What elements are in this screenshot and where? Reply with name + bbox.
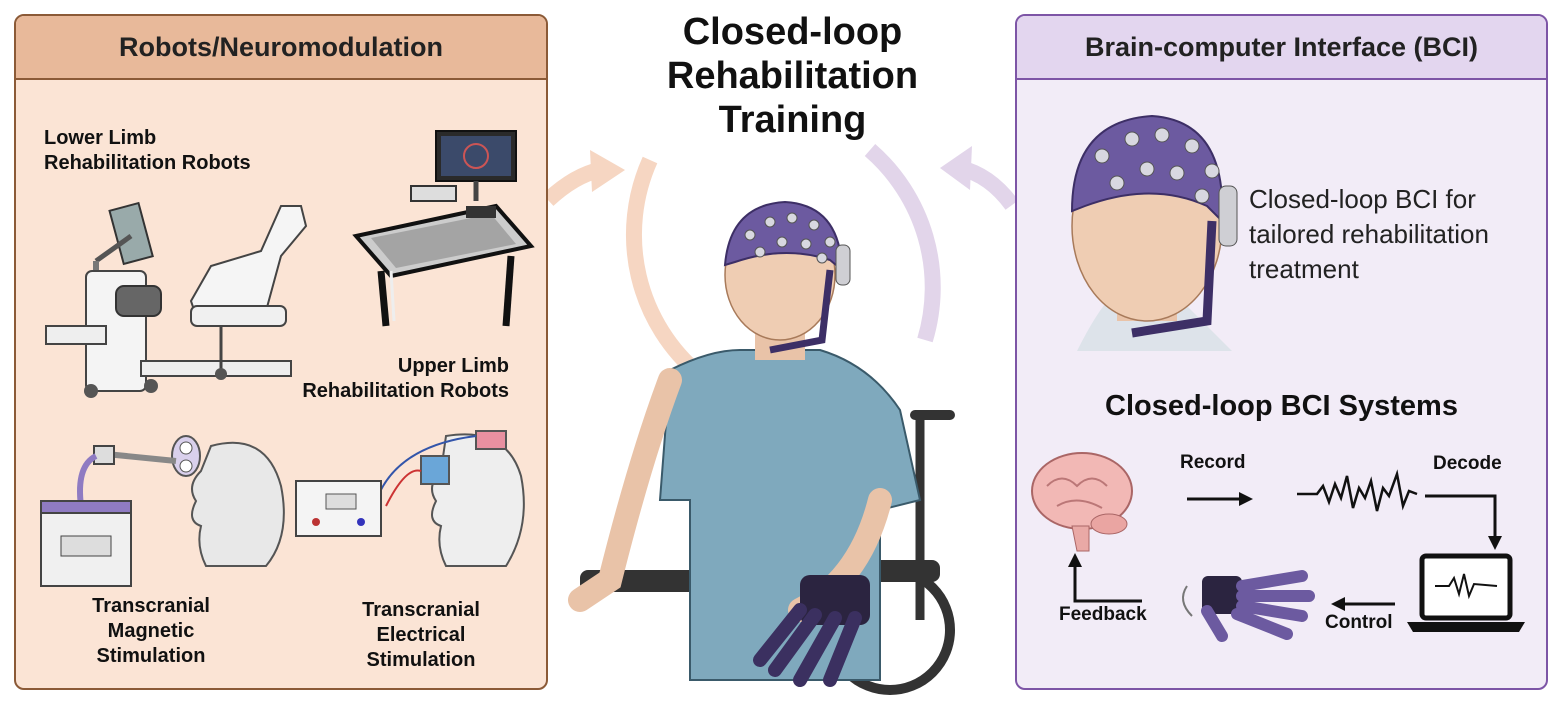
bci-systems-title: Closed-loop BCI Systems <box>1105 390 1458 422</box>
feedback-label: Feedback <box>1059 604 1147 625</box>
bci-panel: Brain-computer Interface (BCI) Closed-lo… <box>1015 14 1548 690</box>
bci-flow-diagram <box>1031 452 1525 642</box>
record-label: Record <box>1180 452 1246 473</box>
lower-limb-label: Lower Limb Rehabilitation Robots <box>44 127 251 174</box>
tms-label: Transcranial Magnetic Stimulation <box>92 595 210 667</box>
left-panel-title: Robots/Neuromodulation <box>16 16 546 80</box>
patient-wheelchair-illustration <box>568 200 955 695</box>
right-panel-title: Brain-computer Interface (BCI) <box>1017 16 1546 80</box>
center-title: Closed-loop Rehabilitation Training <box>666 11 919 141</box>
robots-neuromodulation-panel: Robots/Neuromodulation Lower Limb Rehabi… <box>14 14 548 690</box>
brain-icon <box>1031 452 1133 552</box>
control-label: Control <box>1325 612 1393 633</box>
loop-arc-left <box>625 156 706 382</box>
tes-label: Transcranial Electrical Stimulation <box>362 599 480 671</box>
tes-device-icon <box>295 430 525 567</box>
lower-limb-robot-icon <box>45 201 308 398</box>
decode-arrow-icon <box>1425 494 1497 538</box>
loop-arc-right <box>864 143 941 343</box>
robotic-glove-icon <box>1182 570 1315 642</box>
tms-device-icon <box>40 435 285 587</box>
feedback-arrow-icon <box>1073 564 1142 603</box>
eeg-cap-head-icon <box>1070 114 1238 351</box>
upper-limb-robot-icon <box>352 130 535 327</box>
laptop-icon <box>1407 553 1525 632</box>
bci-description: Closed-loop BCI for tailored rehabilitat… <box>1249 184 1489 284</box>
eeg-signal-icon <box>1297 469 1418 512</box>
decode-label: Decode <box>1433 453 1502 474</box>
upper-limb-label: Upper Limb Rehabilitation Robots <box>302 355 509 402</box>
eeg-cap-icon <box>723 200 844 273</box>
